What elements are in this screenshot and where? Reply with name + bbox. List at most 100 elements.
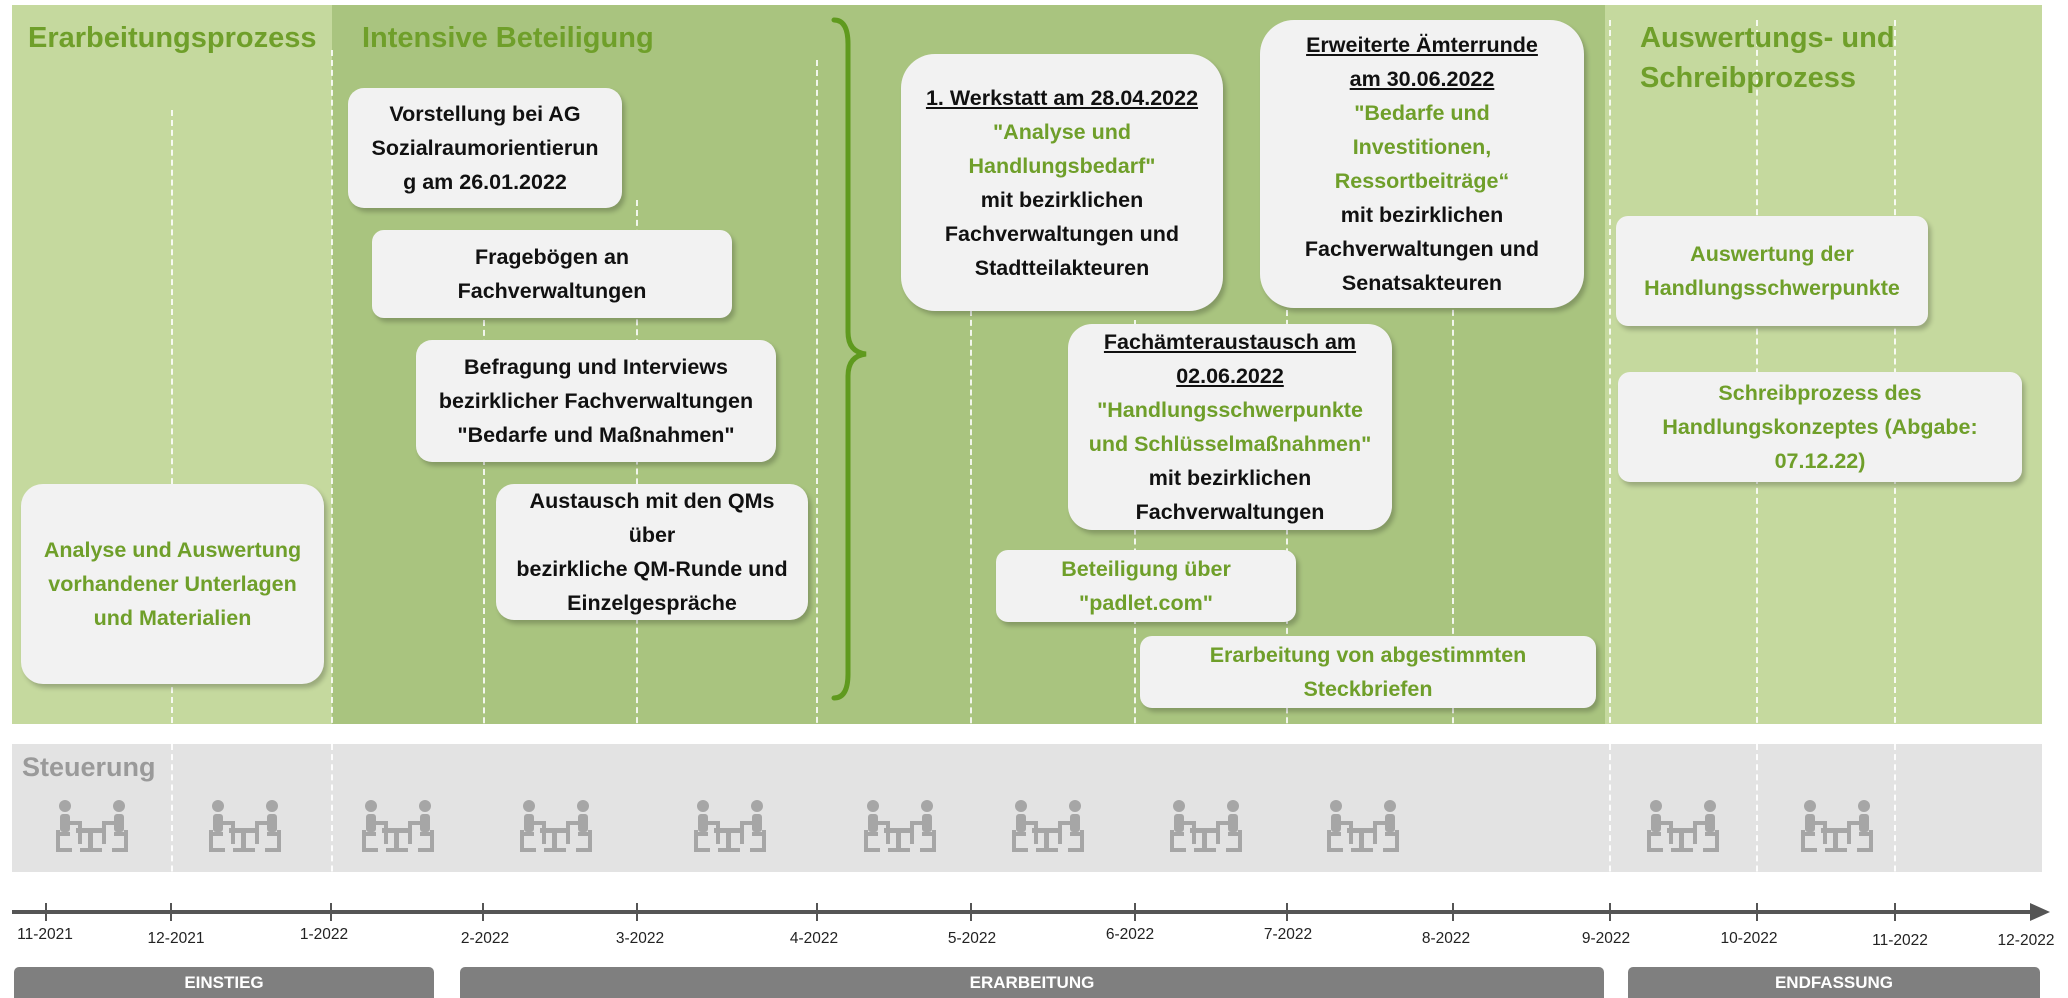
card-quote: "Analyse und bbox=[992, 119, 1132, 144]
card-line: mit bezirklichen bbox=[1148, 466, 1312, 490]
card-auswertung-handlungsschwerpunkte: Auswertung der Handlungsschwerpunkte bbox=[1616, 216, 1928, 326]
card-line: Sozialraumorientierun bbox=[371, 136, 599, 160]
gridline bbox=[331, 50, 333, 912]
gridline bbox=[483, 320, 485, 912]
gridline bbox=[331, 744, 333, 912]
timeline-tick bbox=[1286, 903, 1288, 921]
card-line: Handlungsschwerpunkte bbox=[1644, 276, 1900, 300]
gridline bbox=[1894, 744, 1896, 912]
card-line: Austausch mit den QMs über bbox=[529, 489, 775, 547]
card-line: bezirkliche QM-Runde und bbox=[516, 557, 788, 581]
card-line: und Materialien bbox=[93, 606, 252, 630]
card-line: Fachverwaltungen bbox=[1135, 500, 1325, 524]
card-title: Fachämteraustausch am bbox=[1103, 330, 1357, 354]
card-schreibprozess: Schreibprozess des Handlungskonzeptes (A… bbox=[1618, 372, 2022, 482]
meeting-icon bbox=[1010, 798, 1086, 854]
card-quote: Investitionen, bbox=[1352, 135, 1492, 159]
card-line: mit bezirklichen bbox=[980, 187, 1144, 212]
meeting-icon bbox=[862, 798, 938, 854]
card-line: vorhandener Unterlagen bbox=[48, 572, 297, 596]
meeting-icon bbox=[1645, 798, 1721, 854]
timeline-tick bbox=[1756, 903, 1758, 921]
card-analyse-auswertung: Analyse und Auswertung vorhandener Unter… bbox=[21, 484, 324, 684]
card-title: 02.06.2022 bbox=[1176, 364, 1284, 388]
timeline-label: 8-2022 bbox=[1421, 930, 1471, 947]
timeline-label: 11-2022 bbox=[1872, 932, 1928, 949]
card-line: Senatsakteuren bbox=[1341, 271, 1503, 295]
card-quote: Ressortbeiträge“ bbox=[1334, 169, 1510, 193]
gridline bbox=[171, 744, 173, 912]
curly-brace-icon bbox=[831, 17, 867, 701]
timeline-tick bbox=[1452, 903, 1454, 921]
card-line: g am 26.01.2022 bbox=[403, 170, 567, 194]
timeline-axis bbox=[12, 910, 2034, 914]
phase-title-line: Auswertungs- und bbox=[1640, 22, 1895, 54]
stage-bar-endfassung: ENDFASSUNG bbox=[1628, 967, 2040, 998]
timeline-label: 12-2021 bbox=[147, 930, 205, 947]
gridline bbox=[1609, 744, 1611, 912]
card-line: "Bedarfe und Maßnahmen" bbox=[457, 423, 735, 447]
card-title: 1. Werkstatt am 28.04.2022 bbox=[925, 85, 1199, 110]
steuerung-label: Steuerung bbox=[22, 752, 156, 782]
meeting-icon bbox=[692, 798, 768, 854]
card-title: am 30.06.2022 bbox=[1349, 67, 1495, 91]
timeline-label: 11-2021 bbox=[17, 926, 73, 943]
card-padlet: Beteiligung über "padlet.com" bbox=[996, 550, 1296, 622]
card-line: mit bezirklichen bbox=[1340, 203, 1504, 227]
phase-title-auswertung: Auswertungs- und Schreibprozess bbox=[1640, 18, 1895, 98]
card-befragung-interviews: Befragung und Interviews bezirklicher Fa… bbox=[416, 340, 776, 462]
timeline-label: 7-2022 bbox=[1263, 926, 1313, 943]
timeline-label: 3-2022 bbox=[615, 930, 665, 947]
card-fachaemteraustausch: Fachämteraustausch am 02.06.2022 "Handlu… bbox=[1068, 324, 1392, 530]
timeline-tick bbox=[1894, 903, 1896, 921]
card-line: "padlet.com" bbox=[1079, 591, 1213, 615]
timeline-label: 10-2022 bbox=[1720, 930, 1778, 947]
meeting-icon bbox=[1799, 798, 1875, 854]
card-line: Handlungskonzeptes (Abgabe: bbox=[1662, 415, 1978, 439]
timeline-label: 2-2022 bbox=[460, 930, 510, 947]
card-quote: "Bedarfe und bbox=[1354, 101, 1490, 125]
meeting-icon bbox=[360, 798, 436, 854]
card-frageboegen: Fragebögen an Fachverwaltungen bbox=[372, 230, 732, 318]
card-line: Schreibprozess des bbox=[1718, 381, 1922, 405]
phase-title-line: Schreibprozess bbox=[1640, 62, 1856, 94]
phase-title-erarbeitungsprozess: Erarbeitungsprozess bbox=[28, 22, 317, 54]
card-line: Stadtteilakteuren bbox=[974, 255, 1150, 280]
card-line: Befragung und Interviews bbox=[463, 355, 728, 379]
timeline-tick bbox=[816, 903, 818, 921]
card-vorstellung-ag: Vorstellung bei AG Sozialraumorientierun… bbox=[348, 88, 622, 208]
card-line: Fragebögen an Fachverwaltungen bbox=[457, 245, 647, 303]
card-quote: "Handlungsschwerpunkte bbox=[1097, 398, 1363, 422]
timeline-label: 6-2022 bbox=[1105, 926, 1155, 943]
meeting-icon bbox=[1168, 798, 1244, 854]
timeline-tick bbox=[45, 903, 47, 921]
timeline-label: 9-2022 bbox=[1581, 930, 1631, 947]
gridline bbox=[816, 60, 818, 912]
gridline bbox=[970, 310, 972, 912]
zone-auswertung bbox=[1605, 5, 2042, 724]
timeline-tick bbox=[170, 903, 172, 921]
gridline bbox=[1609, 20, 1611, 912]
card-steckbriefe: Erarbeitung von abgestimmten Steckbriefe… bbox=[1140, 636, 1596, 708]
card-line: Vorstellung bei AG bbox=[389, 102, 581, 126]
card-line: 07.12.22) bbox=[1774, 449, 1866, 473]
card-quote: Handlungsbedarf" bbox=[968, 153, 1156, 178]
timeline-tick bbox=[1609, 903, 1611, 921]
timeline-tick bbox=[330, 903, 332, 921]
meeting-icon bbox=[1325, 798, 1401, 854]
timeline-tick bbox=[970, 903, 972, 921]
card-title: Erweiterte Ämterrunde bbox=[1306, 33, 1538, 57]
stage-bar-erarbeitung: ERARBEITUNG bbox=[460, 967, 1604, 998]
card-line: Fachverwaltungen und bbox=[944, 221, 1180, 246]
timeline-tick bbox=[1134, 903, 1136, 921]
card-line: Fachverwaltungen und bbox=[1304, 237, 1540, 261]
timeline-label: 4-2022 bbox=[789, 930, 839, 947]
gridline bbox=[1452, 300, 1454, 912]
card-werkstatt: 1. Werkstatt am 28.04.2022 "Analyse und … bbox=[901, 54, 1223, 311]
card-line: Erarbeitung von abgestimmten bbox=[1209, 643, 1527, 667]
card-erweiterte-aemterrunde: Erweiterte Ämterrunde am 30.06.2022 "Bed… bbox=[1260, 20, 1584, 308]
card-line: Steckbriefen bbox=[1303, 677, 1433, 701]
card-line: Analyse und Auswertung bbox=[43, 538, 302, 562]
card-line: bezirklicher Fachverwaltungen bbox=[438, 389, 754, 413]
stage-bar-einstieg: EINSTIEG bbox=[14, 967, 434, 998]
